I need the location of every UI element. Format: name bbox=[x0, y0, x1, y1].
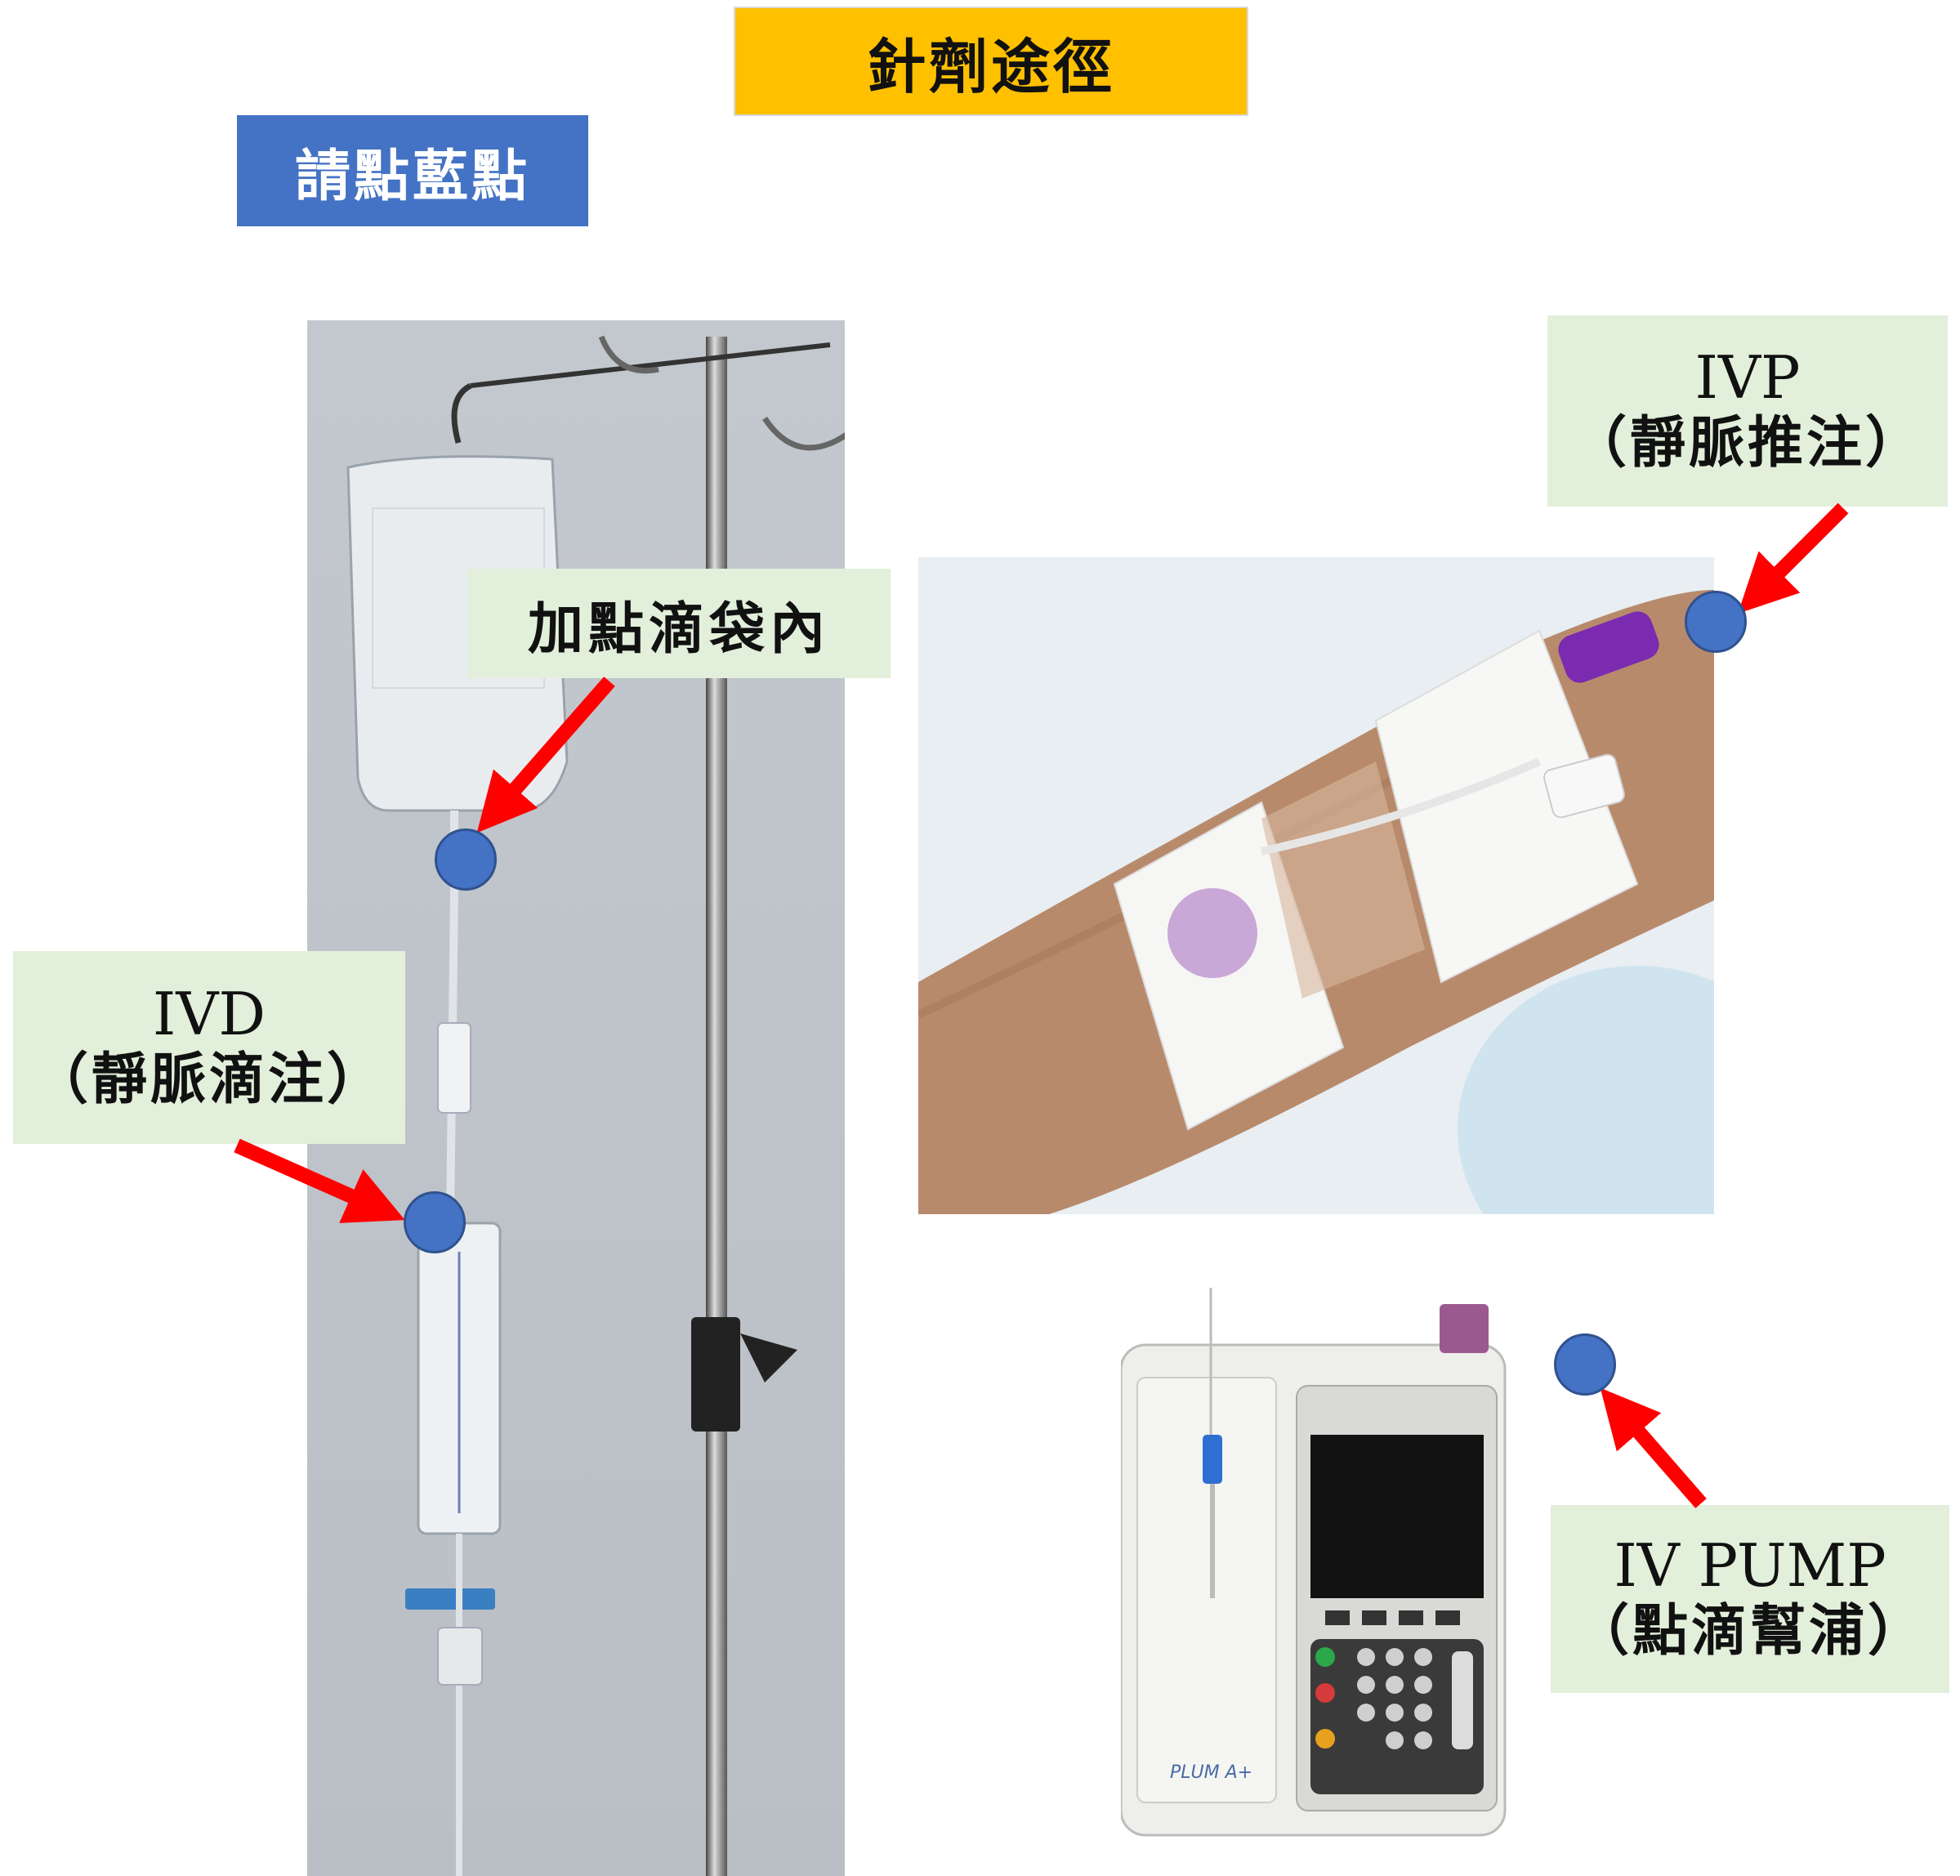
dot-pump[interactable] bbox=[1554, 1333, 1616, 1396]
instruction-banner: 請點藍點 bbox=[237, 115, 588, 226]
page-title: 針劑途徑 bbox=[734, 7, 1248, 116]
label-pump-desc: （點滴幫浦） bbox=[1573, 1597, 1927, 1664]
svg-text:PLUM A+: PLUM A+ bbox=[1170, 1762, 1252, 1783]
arm-iv-photo bbox=[918, 557, 1714, 1214]
infusion-pump-photo: PLUM A+ bbox=[1121, 1288, 1507, 1837]
label-bag-text: 加點滴袋內 bbox=[527, 596, 830, 662]
dot-ivp[interactable] bbox=[1685, 591, 1747, 653]
label-ivd: IVD （靜脈滴注） bbox=[13, 951, 405, 1144]
dot-bag[interactable] bbox=[435, 829, 497, 891]
label-ivp: IVP （靜脈推注） bbox=[1547, 315, 1948, 507]
label-ivd-code: IVD bbox=[152, 979, 266, 1048]
label-ivd-desc: （靜脈滴注） bbox=[32, 1046, 386, 1112]
label-bag: 加點滴袋內 bbox=[467, 569, 891, 678]
label-pump-code: IV PUMP bbox=[1614, 1530, 1886, 1600]
label-ivp-desc: （靜脈推注） bbox=[1570, 409, 1924, 476]
dot-ivd[interactable] bbox=[404, 1191, 466, 1253]
arrow-to-ivp bbox=[1738, 502, 1849, 614]
label-ivp-code: IVP bbox=[1694, 342, 1801, 412]
label-pump: IV PUMP （點滴幫浦） bbox=[1551, 1505, 1949, 1693]
arrow-to-pump bbox=[1600, 1387, 1707, 1508]
